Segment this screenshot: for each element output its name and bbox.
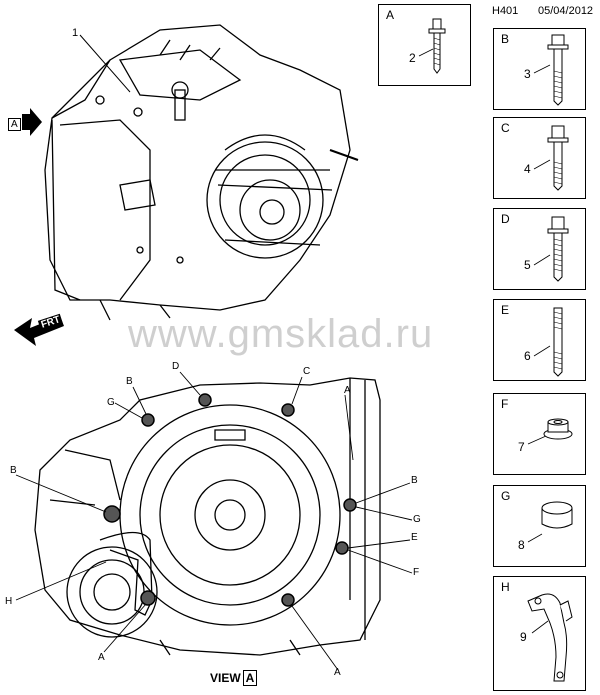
view-label-letter: A <box>242 670 258 686</box>
legend-box-number: 9 <box>520 630 527 644</box>
callout-a-bottom-right: A <box>334 667 341 678</box>
bracket-icon <box>527 593 573 682</box>
transmission-view-a-drawing <box>34 377 381 656</box>
callout-a-top-right: A <box>344 385 351 396</box>
legend-box-g: G 8 <box>493 485 586 567</box>
legend-box-b: B 3 <box>493 28 586 110</box>
callout-b-right: B <box>411 475 418 486</box>
legend-box-d: D 5 <box>493 208 586 290</box>
legend-box-number: 3 <box>524 67 531 81</box>
callout-g-top: G <box>107 397 115 408</box>
view-direction-arrow-label: A <box>8 118 21 131</box>
legend-box-letter: B <box>501 32 510 46</box>
long-flange-bolt-icon <box>533 34 569 106</box>
legend-box-c: C 4 <box>493 117 586 199</box>
view-fastener-markers <box>103 393 357 607</box>
stud-icon <box>533 307 563 377</box>
legend-box-letter: F <box>501 397 509 411</box>
callout-d: D <box>172 361 180 372</box>
legend-box-number: 2 <box>409 51 416 65</box>
flange-nut-icon <box>527 418 573 445</box>
watermark: www.gmsklad.ru <box>128 312 434 356</box>
legend-box-h: H 9 <box>493 576 586 691</box>
legend-box-letter: E <box>501 303 510 317</box>
callout-a-bottom-left: A <box>98 652 105 663</box>
legend-box-number: 7 <box>518 440 525 454</box>
callout-h: H <box>5 596 13 607</box>
legend-box-letter: C <box>501 121 510 135</box>
diagram-date: 05/04/2012 <box>538 5 594 17</box>
legend-box-f: F 7 <box>493 393 586 475</box>
transmission-iso-drawing <box>44 24 359 321</box>
legend-box-a: A 2 <box>378 4 471 86</box>
view-label-text: VIEW <box>210 671 241 685</box>
diagram-code: H401 <box>492 5 519 17</box>
legend-box-number: 6 <box>524 349 531 363</box>
callout-b-top: B <box>126 376 133 387</box>
legend-box-number: 4 <box>524 162 531 176</box>
sleeve-icon <box>527 501 573 543</box>
legend-box-letter: A <box>386 8 395 22</box>
flange-bolt-icon <box>533 216 569 282</box>
legend-box-letter: H <box>501 580 510 594</box>
callout-e: E <box>411 532 418 543</box>
flange-bolt-icon <box>533 125 569 191</box>
legend-box-e: E 6 <box>493 299 586 381</box>
legend-box-letter: G <box>501 489 511 503</box>
callout-c: C <box>303 366 311 377</box>
callout-1: 1 <box>72 27 79 39</box>
callout-g-right: G <box>413 514 421 525</box>
callout-f: F <box>413 567 420 578</box>
short-flange-bolt-icon <box>418 18 446 74</box>
legend-box-number: 8 <box>518 538 525 552</box>
legend-box-letter: D <box>501 212 510 226</box>
callout-b-left: B <box>10 465 17 476</box>
legend-box-number: 5 <box>524 258 531 272</box>
